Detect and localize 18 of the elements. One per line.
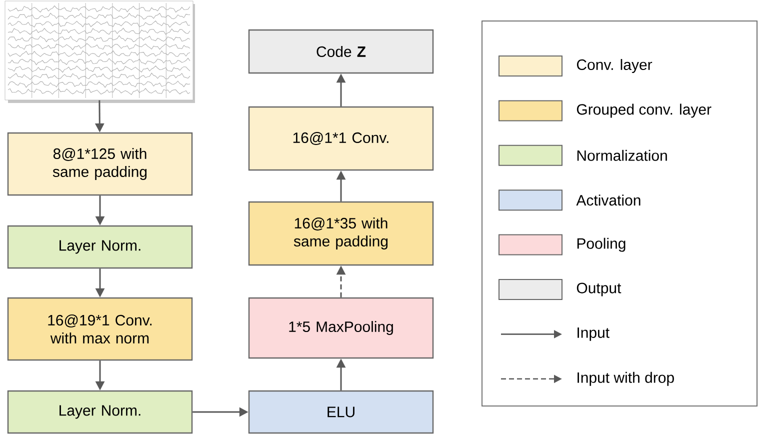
legend-label: Normalization [577, 150, 667, 161]
eeg-drawing [4, 0, 195, 103]
legend-label: Input with drop [578, 372, 674, 386]
conv-box: 16@19*1 Conv. with max norm [7, 297, 193, 361]
conv-box: 16@1*1 Conv. [248, 106, 434, 171]
legend-label: Conv. layer [576, 59, 652, 73]
legend-label: Grouped conv. layer [576, 104, 712, 118]
output-box: Code Z [248, 29, 434, 74]
activation-box: ELU [248, 390, 434, 434]
norm-box: Layer Norm. [7, 225, 193, 269]
legend-label: Output [576, 282, 622, 296]
legend-label: Pooling [577, 238, 626, 252]
norm-box: Layer Norm. [7, 390, 193, 434]
legend-label: Activation [576, 194, 640, 206]
pooling-box: 1*5 MaxPooling [248, 297, 434, 359]
legend-label: Input [578, 328, 610, 341]
conv-box: 16@1*35 with same padding [248, 201, 434, 266]
conv-box: 8@1*125 with same padding [7, 132, 193, 196]
